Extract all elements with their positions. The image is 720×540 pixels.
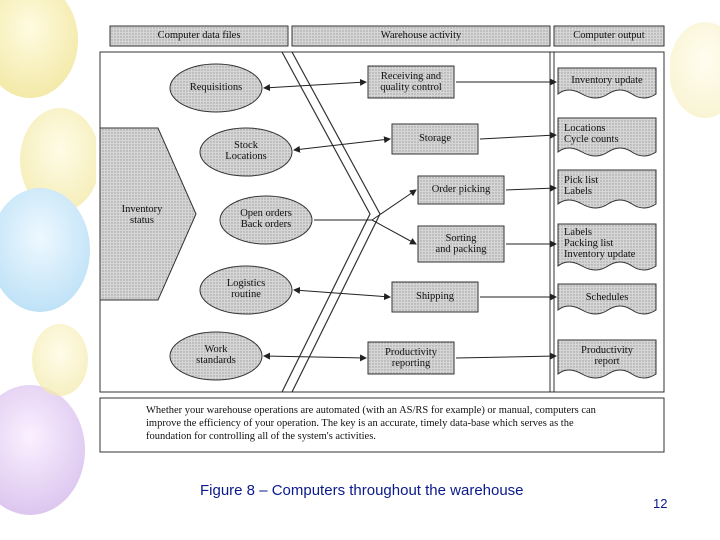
figure-caption: Figure 8 – Computers throughout the ware… [200,482,524,499]
activity-label-order-picking: Order picking [418,184,504,195]
page-number: 12 [653,496,667,511]
file-label-logistics: Logistics routine [200,278,292,300]
header-computer-data-files: Computer data files [110,30,288,41]
balloon-yellow-top [0,0,78,98]
file-label-requisitions: Requisitions [170,82,262,93]
activity-label-storage: Storage [392,133,478,144]
file-label-stock-locations: Stock Locations [200,140,292,162]
warehouse-diagram: Computer data files Warehouse activity C… [96,18,670,458]
output-label-pick-list: Pick list Labels [558,175,656,197]
balloon-purple [0,385,85,515]
activity-label-sorting: Sorting and packing [418,233,504,255]
diagram-footnote: Whether your warehouse operations are au… [146,404,616,443]
file-label-work-standards: Work standards [170,344,262,366]
output-label-locations: Locations Cycle counts [558,123,656,145]
output-label-inventory-update: Inventory update [558,75,656,86]
activity-label-shipping: Shipping [392,291,478,302]
file-label-open-orders: Open orders Back orders [220,208,312,230]
header-warehouse-activity: Warehouse activity [292,30,550,41]
header-computer-output: Computer output [554,30,664,41]
inventory-status-label: Inventory status [100,204,184,226]
activity-label-receiving: Receiving and quality control [368,71,454,93]
output-label-productivity-report: Productivity report [558,345,656,367]
output-label-labels-packing: Labels Packing list Inventory update [558,227,656,260]
balloon-yellow-right [669,22,720,118]
balloon-yellow-bottom [32,324,88,396]
activity-label-productivity: Productivity reporting [368,347,454,369]
output-label-schedules: Schedules [558,292,656,303]
